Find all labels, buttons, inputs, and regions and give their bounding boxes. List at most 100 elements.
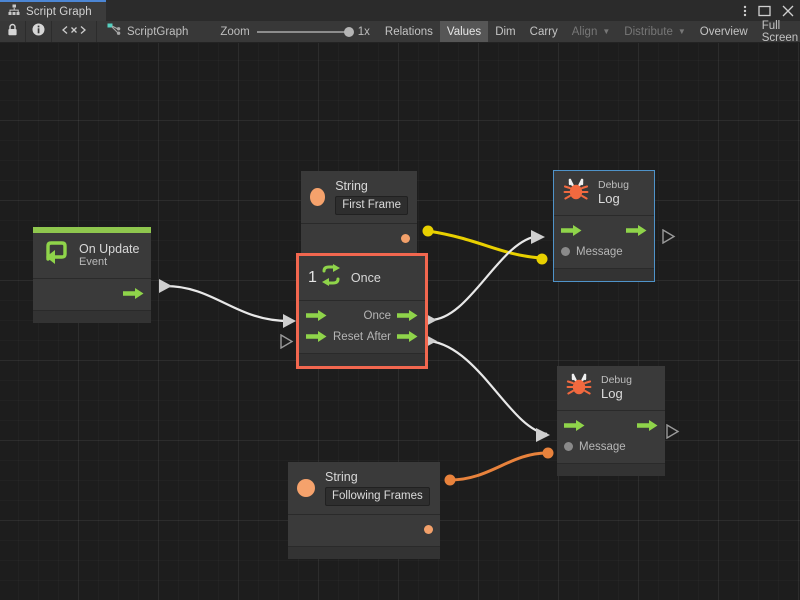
graph-canvas[interactable]: On Update Event (0, 43, 800, 600)
node-header: 1 Once (299, 256, 425, 301)
distribute-label: Distribute (624, 25, 673, 38)
carry-button[interactable]: Carry (529, 25, 558, 38)
output-flow-port[interactable] (626, 224, 647, 237)
node-footer (288, 546, 440, 560)
values-button[interactable]: Values (439, 21, 489, 42)
node-footer (299, 353, 425, 366)
node-title-block: Debug Log (598, 179, 629, 207)
flow-arrow-icon (637, 420, 658, 431)
value-port-dot (401, 234, 410, 244)
maximize-icon[interactable] (758, 5, 771, 17)
input-flow-port[interactable] (564, 419, 585, 432)
graph-breadcrumb[interactable]: ScriptGraph (97, 21, 194, 42)
node-accent-bar (33, 227, 151, 233)
node-title-small: Debug (598, 178, 629, 191)
node-title: String (325, 470, 358, 484)
port-row-flow[interactable] (557, 415, 665, 436)
script-graph-icon (107, 23, 121, 41)
zoom-value-label: 1x (357, 25, 370, 38)
flow-arrow-icon (626, 225, 647, 236)
string-value-icon (310, 188, 326, 207)
output-port-label: Once (363, 309, 392, 322)
node-footer (554, 268, 654, 281)
input-flow-port[interactable] (561, 224, 582, 237)
zoom-slider[interactable] (256, 26, 354, 37)
zoom-control[interactable]: Zoom 1x (194, 21, 378, 42)
node-subtitle: Event (79, 256, 108, 269)
tab-script-graph[interactable]: Script Graph (0, 0, 106, 21)
full-screen-button[interactable]: Full Screen (761, 19, 799, 44)
code-view-button[interactable] (52, 21, 97, 42)
output-port-label: After (366, 330, 391, 343)
node-ports (288, 514, 440, 547)
input-message-port[interactable]: Message (561, 246, 623, 258)
node-header: String Following Frames (288, 462, 440, 514)
port-row-out-value[interactable] (288, 519, 440, 540)
relations-button[interactable]: Relations (384, 25, 433, 38)
dim-button[interactable]: Dim (495, 25, 516, 38)
lock-toggle-button[interactable] (0, 21, 26, 42)
value-port-dot (424, 525, 433, 535)
arrow-after-out-port (424, 334, 437, 348)
port-row-out-flow[interactable] (33, 283, 151, 304)
string-value-input[interactable]: First Frame (335, 195, 408, 216)
once-loop-icon (320, 264, 342, 291)
node-header: String First Frame (301, 171, 417, 223)
node-footer (557, 463, 665, 476)
port-row-reset-after[interactable]: Reset After (299, 326, 425, 347)
kebab-menu-icon[interactable] (743, 4, 747, 18)
port-row-enter-once[interactable]: Once (299, 305, 425, 326)
info-button[interactable] (26, 21, 52, 42)
port-row-message[interactable]: Message (557, 436, 665, 457)
node-debug-log-1[interactable]: Debug Log (554, 171, 654, 281)
wire-after-out-to-log2 (429, 339, 548, 436)
lock-icon (7, 23, 18, 41)
hierarchy-icon (8, 3, 20, 21)
align-dropdown[interactable]: Align ▼ (565, 21, 618, 42)
string-value-input[interactable]: Following Frames (325, 486, 430, 507)
flow-arrow-icon (564, 420, 585, 431)
node-debug-log-2[interactable]: Debug Log (557, 366, 665, 476)
graph-toolbar: ScriptGraph Zoom 1x Relations Values Dim… (0, 19, 800, 44)
port-row-out-value[interactable] (301, 228, 417, 249)
node-string-first-frame[interactable]: String First Frame (301, 171, 417, 269)
zoom-slider-handle[interactable] (343, 26, 354, 37)
node-on-update[interactable]: On Update Event (33, 227, 151, 323)
node-ports: Message (557, 411, 665, 463)
node-header: Debug Log (554, 171, 654, 216)
node-title-block: On Update Event (79, 242, 139, 270)
output-value-port[interactable] (424, 525, 433, 535)
node-title: On Update (79, 241, 140, 256)
node-header: Debug Log (557, 366, 665, 411)
arrow-log2-in (536, 428, 550, 442)
close-icon[interactable] (782, 5, 794, 17)
node-string-following-frames[interactable]: String Following Frames (288, 462, 440, 560)
bug-icon (566, 372, 592, 403)
port-row-flow[interactable] (554, 220, 654, 241)
bug-icon (563, 177, 589, 208)
output-value-port[interactable] (401, 234, 410, 244)
node-once[interactable]: 1 Once (299, 256, 425, 366)
input-message-port[interactable]: Message (564, 441, 626, 453)
input-flow-port-enter[interactable] (306, 309, 333, 322)
message-port-label: Message (576, 245, 623, 258)
node-ports: Once Reset After (299, 301, 425, 353)
output-flow-port-after[interactable]: After (367, 330, 418, 343)
arrow-onupdate-out (159, 279, 172, 293)
input-port-label: Reset (333, 330, 364, 343)
node-title-large: Log (601, 386, 623, 402)
flow-arrow-icon (306, 310, 327, 321)
arrow-log1-in (531, 230, 545, 244)
wire-endpoint-log2-message-in (542, 447, 554, 459)
wire-endpoint-log1-message-in (536, 253, 548, 265)
overview-button[interactable]: Overview (699, 25, 748, 38)
input-flow-port-reset[interactable]: Reset (306, 330, 363, 343)
distribute-dropdown[interactable]: Distribute ▼ (617, 21, 693, 42)
port-row-message[interactable]: Message (554, 241, 654, 262)
flow-arrow-icon (123, 288, 144, 299)
output-flow-port[interactable] (123, 287, 144, 300)
output-flow-port[interactable] (637, 419, 658, 432)
graph-name-label: ScriptGraph (127, 25, 189, 38)
output-flow-port-once[interactable]: Once (364, 309, 419, 322)
